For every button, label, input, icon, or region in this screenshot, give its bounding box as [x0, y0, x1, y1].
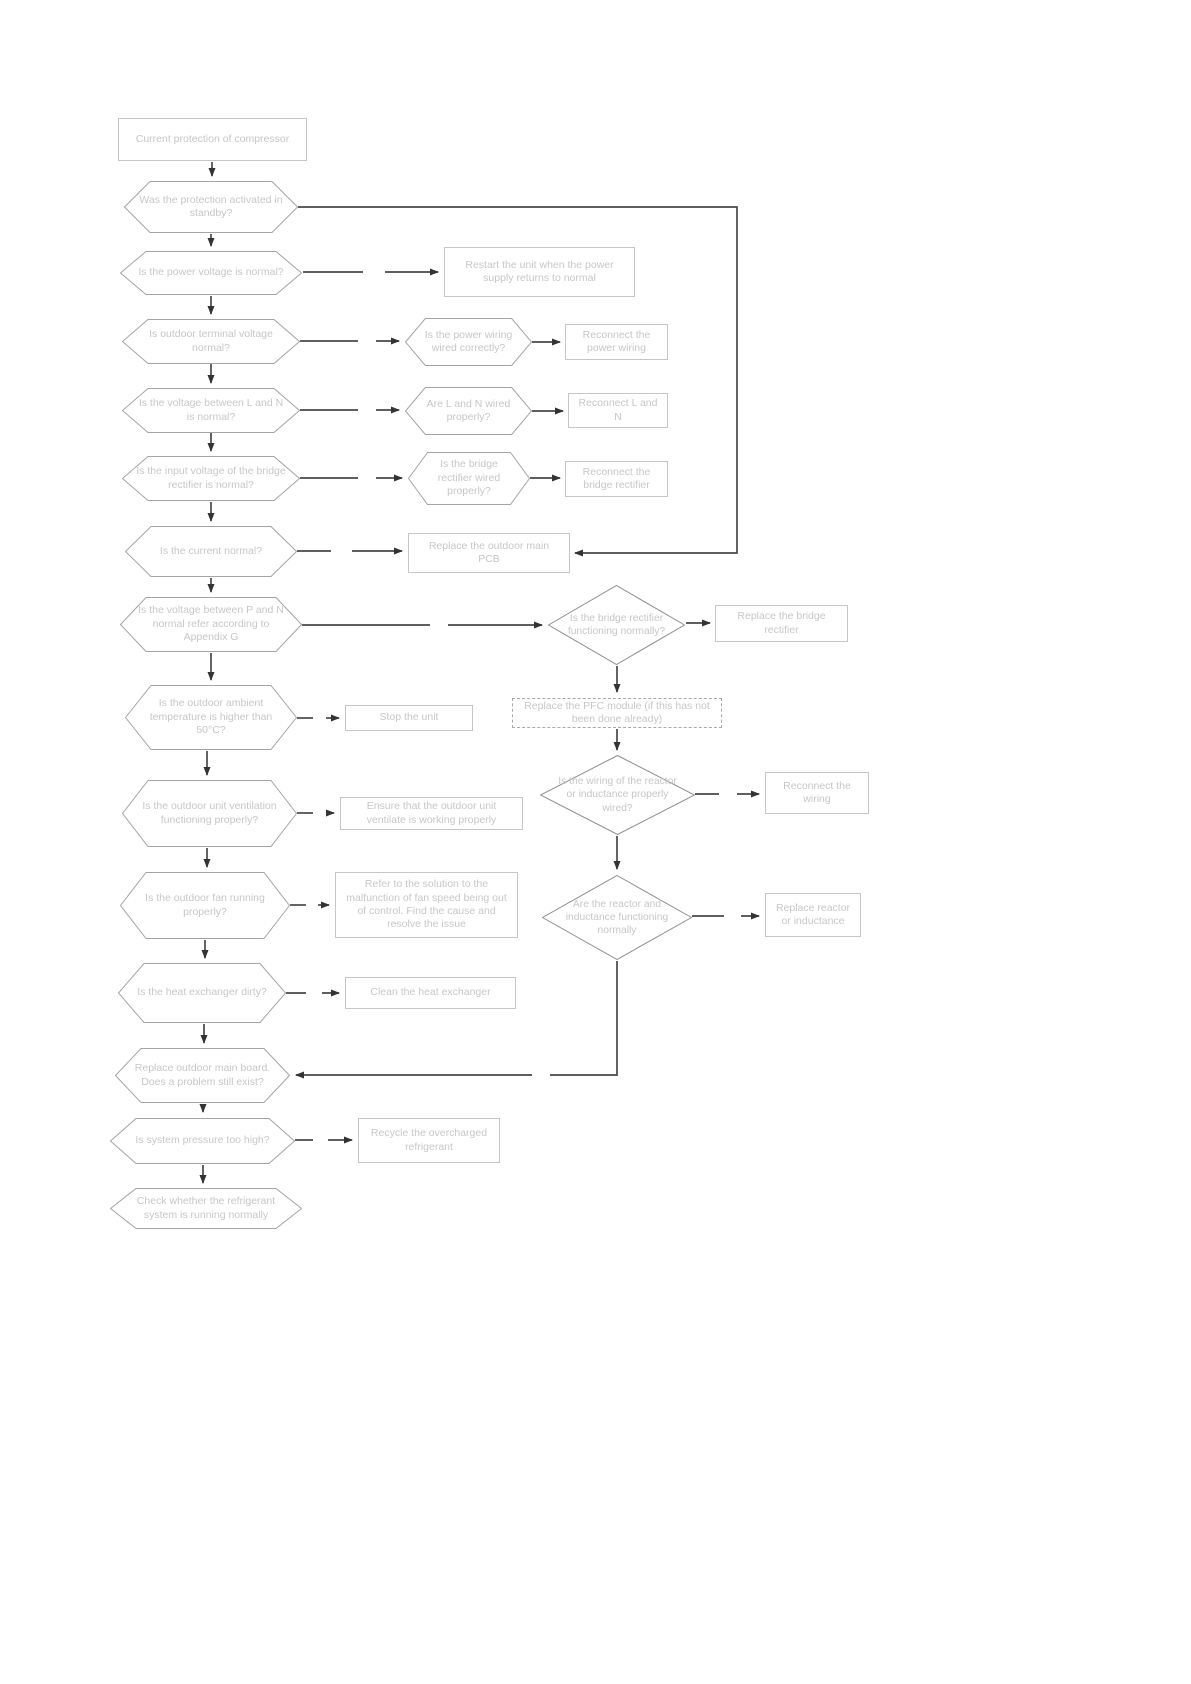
decision-bridge-input-voltage: Is the input voltage of the bridge recti… [122, 456, 300, 501]
action-fan-speed-solution-label: Refer to the solution to the malfunction… [346, 878, 507, 931]
decision-bridge-functioning-label: Is the bridge rectifier functioning norm… [567, 612, 666, 637]
decision-power-voltage-label: Is the power voltage is normal? [138, 266, 284, 279]
decision-ln-voltage: Is the voltage between L and N is normal… [122, 388, 300, 433]
decision-terminal-voltage: Is outdoor terminal voltage normal? [122, 319, 300, 364]
decision-ln-wired-label: Are L and N wired properly? [426, 397, 511, 423]
decision-system-pressure-label: Is system pressure too high? [135, 1134, 270, 1147]
decision-replace-main-board: Replace outdoor main board. Does a probl… [115, 1048, 290, 1103]
decision-fan-running: Is the outdoor fan running properly? [120, 872, 290, 939]
action-replace-pcb: Replace the outdoor main PCB [408, 533, 570, 573]
decision-pn-voltage-label: Is the voltage between P and N normal re… [138, 604, 284, 644]
decision-power-wiring: Is the power wiring wired correctly? [405, 318, 532, 366]
decision-bridge-input-voltage-label: Is the input voltage of the bridge recti… [136, 465, 286, 491]
decision-ventilation-label: Is the outdoor unit ventilation function… [142, 800, 277, 826]
action-reconnect-bridge: Reconnect the bridge rectifier [565, 461, 668, 497]
decision-ventilation: Is the outdoor unit ventilation function… [122, 780, 297, 847]
action-reconnect-wiring: Reconnect the wiring [765, 772, 869, 814]
decision-replace-main-board-label: Replace outdoor main board. Does a probl… [134, 1062, 271, 1088]
action-replace-bridge-label: Replace the bridge rectifier [737, 610, 826, 636]
decision-standby-label: Was the protection activated in standby? [139, 193, 283, 219]
decision-pn-voltage: Is the voltage between P and N normal re… [120, 597, 302, 652]
decision-fan-running-label: Is the outdoor fan running properly? [145, 892, 265, 918]
decision-power-wiring-label: Is the power wiring wired correctly? [424, 328, 513, 354]
action-reconnect-ln-label: Reconnect L and N [578, 397, 658, 423]
action-stop-unit: Stop the unit [345, 705, 473, 731]
action-recycle-refrigerant: Recycle the overcharged refrigerant [358, 1118, 500, 1163]
decision-ln-voltage-label: Is the voltage between L and N is normal… [138, 397, 284, 423]
action-ensure-ventilate-label: Ensure that the outdoor unit ventilate i… [366, 800, 497, 826]
action-replace-pcb-label: Replace the outdoor main PCB [428, 539, 550, 565]
action-replace-reactor: Replace reactor or inductance [765, 893, 861, 937]
action-stop-unit-label: Stop the unit [379, 711, 439, 724]
decision-terminal-voltage-label: Is outdoor terminal voltage normal? [149, 328, 273, 354]
action-reconnect-power-wiring: Reconnect the power wiring [565, 324, 668, 360]
decision-current-normal-label: Is the current normal? [159, 544, 263, 557]
decision-bridge-functioning: Is the bridge rectifier functioning norm… [548, 585, 685, 665]
action-ensure-ventilate: Ensure that the outdoor unit ventilate i… [340, 797, 523, 830]
action-reconnect-bridge-label: Reconnect the bridge rectifier [582, 465, 651, 491]
action-recycle-refrigerant-label: Recycle the overcharged refrigerant [370, 1127, 488, 1153]
action-reconnect-power-wiring-label: Reconnect the power wiring [582, 328, 651, 354]
decision-system-pressure: Is system pressure too high? [110, 1118, 295, 1164]
decision-heat-exchanger-label: Is the heat exchanger dirty? [137, 986, 267, 999]
decision-ambient-temp: Is the outdoor ambient temperature is hi… [125, 685, 297, 750]
action-clean-heat-exchanger: Clean the heat exchanger [345, 977, 516, 1009]
decision-reactor-functioning: Are the reactor and inductance functioni… [542, 875, 692, 960]
decision-reactor-wiring-label: Is the wiring of the reactor or inductan… [558, 776, 677, 814]
decision-standby: Was the protection activated in standby? [124, 181, 298, 233]
decision-ln-wired: Are L and N wired properly? [405, 387, 532, 435]
action-restart-unit: Restart the unit when the power supply r… [444, 247, 635, 297]
decision-heat-exchanger: Is the heat exchanger dirty? [118, 963, 286, 1023]
decision-bridge-wired-label: Is the bridge rectifier wired properly? [437, 458, 501, 498]
action-replace-pfc: Replace the PFC module (if this has not … [512, 698, 722, 728]
action-clean-heat-exchanger-label: Clean the heat exchanger [370, 986, 491, 999]
start-box-label: Current protection of compressor [135, 132, 290, 145]
action-fan-speed-solution: Refer to the solution to the malfunction… [335, 872, 518, 938]
action-reconnect-ln: Reconnect L and N [568, 393, 668, 428]
action-restart-unit-label: Restart the unit when the power supply r… [465, 258, 614, 284]
action-replace-bridge: Replace the bridge rectifier [715, 605, 848, 642]
end-check-refrigerant-label: Check whether the refrigerant system is … [136, 1195, 276, 1221]
end-check-refrigerant: Check whether the refrigerant system is … [110, 1188, 302, 1229]
decision-power-voltage: Is the power voltage is normal? [120, 251, 302, 295]
action-replace-pfc-label: Replace the PFC module (if this has not … [524, 699, 710, 725]
decision-current-normal: Is the current normal? [125, 526, 297, 577]
action-reconnect-wiring-label: Reconnect the wiring [783, 779, 851, 805]
decision-ambient-temp-label: Is the outdoor ambient temperature is hi… [149, 697, 273, 737]
decision-reactor-functioning-label: Are the reactor and inductance functioni… [565, 898, 669, 937]
start-box: Current protection of compressor [118, 118, 307, 161]
decision-bridge-wired: Is the bridge rectifier wired properly? [408, 452, 530, 505]
action-replace-reactor-label: Replace reactor or inductance [775, 901, 851, 927]
decision-reactor-wiring: Is the wiring of the reactor or inductan… [540, 755, 695, 835]
